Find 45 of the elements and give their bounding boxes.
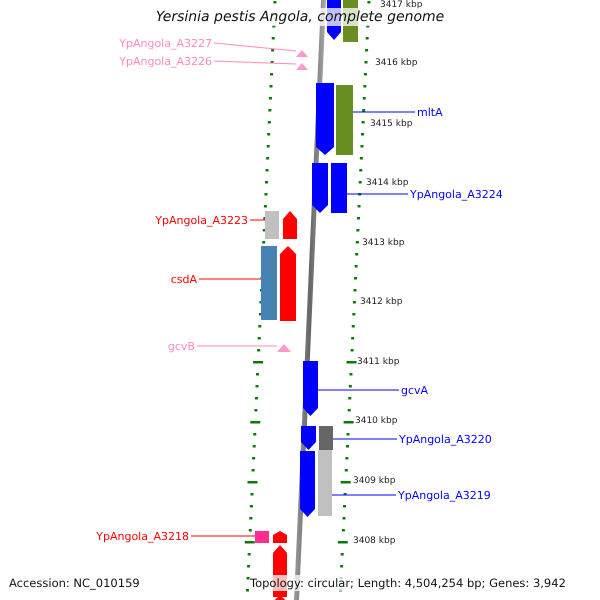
leader-line: [332, 494, 396, 496]
gene-label: csdA: [170, 272, 197, 286]
gene-block: [280, 246, 296, 321]
scale-label: 3414 kbp: [366, 178, 408, 188]
scale-label: 3417 kbp: [380, 0, 422, 10]
gene-block: [316, 83, 334, 155]
scale-label: 3415 kbp: [370, 118, 412, 130]
gene-label: YpAngola_A3219: [398, 488, 491, 502]
scale-label: 3412 kbp: [360, 296, 402, 308]
footer-text: Topology: circular; Length: 4,504,254 bp; Genes: 3,942: [250, 575, 566, 591]
leader-line: [214, 60, 296, 64]
gene-label: YpAngola_A3218: [96, 530, 189, 542]
leader-line: [198, 278, 262, 280]
scale-label: 3416 kbp: [375, 58, 418, 68]
leader-line: [214, 42, 296, 52]
gene-block: [303, 361, 318, 416]
gene-label: YpAngola_A3227: [119, 36, 212, 50]
gene-box: [319, 426, 333, 450]
gene-box: [336, 85, 353, 155]
gene-block: [301, 426, 316, 450]
gene-block: [312, 163, 328, 213]
gene-label: YpAngola_A3220: [399, 432, 492, 446]
scale-label: 3411 kbp: [357, 356, 400, 368]
gene-label: mltA: [417, 106, 443, 118]
gene-label: gcvA: [401, 384, 428, 396]
gene-box: [255, 531, 269, 543]
gene-label: YpAngola_A3223: [155, 214, 248, 226]
gene-block: [273, 531, 287, 543]
gene-label: gcvB: [168, 340, 195, 352]
scale-label: 3408 kbp: [353, 536, 396, 546]
gene-triangle: [296, 50, 308, 57]
gene-label: YpAngola_A3226: [119, 54, 212, 68]
gene-triangle: [277, 344, 291, 352]
scale-label: 3409 kbp: [353, 476, 396, 486]
leader-line: [332, 438, 398, 440]
gene-box: [318, 450, 332, 516]
gene-box: [331, 163, 347, 213]
gene-label: YpAngola_A3224: [410, 188, 503, 200]
gene-box: [261, 246, 277, 320]
scale-label: 3413 kbp: [362, 238, 404, 248]
scale-label: 3410 kbp: [355, 416, 398, 426]
footer-text: Accession: NC_010159: [9, 575, 140, 591]
gene-triangle: [296, 63, 308, 70]
gene-box: [265, 211, 279, 239]
gene-block: [283, 211, 297, 239]
